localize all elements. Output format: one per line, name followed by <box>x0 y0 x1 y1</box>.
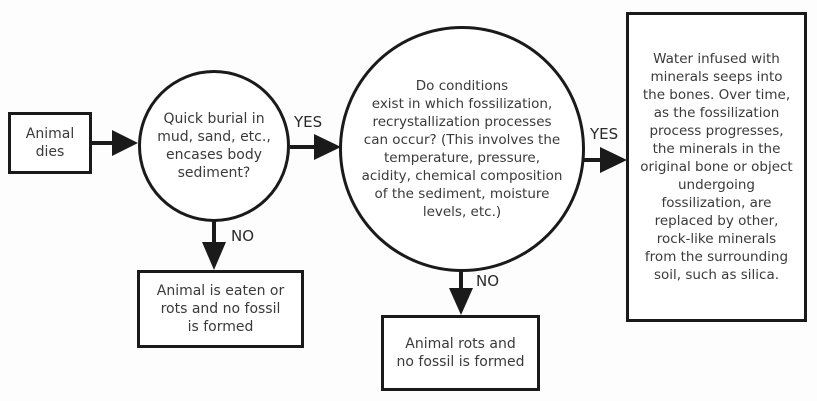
edge-label-yes-1: YES <box>294 113 323 131</box>
outcome-no2-text: Animal rots and no fossil is formed <box>396 336 525 370</box>
arrowhead-icon <box>449 288 473 315</box>
decision-node-quick-burial: Quick burial in mud, sand, etc., encases… <box>138 70 290 222</box>
arrow-decision1-to-decision2 <box>290 134 341 160</box>
arrow-decision1-to-no1 <box>202 221 226 270</box>
edge-label-no-1: NO <box>231 227 255 245</box>
decision-node-fossilization-conditions: Do conditions exist in which fossilizati… <box>339 26 585 272</box>
edge-label-no-2: NO <box>476 272 500 290</box>
outcome-node-eaten-or-rots: Animal is eaten or rots and no fossil is… <box>137 270 304 348</box>
edge-label-yes-2: YES <box>590 125 619 143</box>
arrowhead-icon <box>112 130 138 156</box>
start-node-text: Animal dies <box>25 126 75 160</box>
outcome-node-rots-no-fossil: Animal rots and no fossil is formed <box>381 315 540 391</box>
outcome-no1-text: Animal is eaten or rots and no fossil is… <box>156 283 285 335</box>
arrow-decision2-to-fossil <box>584 147 627 173</box>
outcome-node-fossil-formed: Water infused with minerals seeps into t… <box>626 12 807 322</box>
decision1-text: Quick burial in mud, sand, etc., encases… <box>157 111 271 181</box>
decision2-text: Do conditions exist in which fossilizati… <box>361 78 563 220</box>
start-node-animal-dies: Animal dies <box>8 112 92 174</box>
arrow-decision2-to-no2 <box>449 271 473 315</box>
arrowhead-icon <box>314 134 341 160</box>
arrowhead-icon <box>202 242 226 270</box>
arrowhead-icon <box>600 147 627 173</box>
arrow-start-to-decision1 <box>92 130 138 156</box>
outcome-fossil-text: Water infused with minerals seeps into t… <box>640 51 793 283</box>
